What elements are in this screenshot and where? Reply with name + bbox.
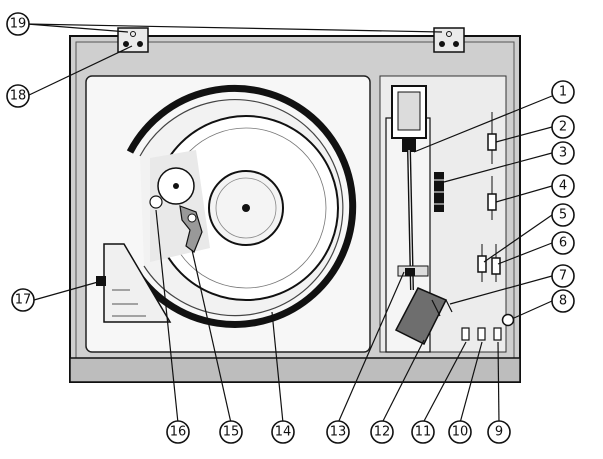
button-9	[493, 327, 502, 341]
slider-control-5	[477, 255, 487, 273]
svg-text:17: 17	[15, 293, 32, 308]
tonearm-pivot-block	[402, 138, 416, 152]
svg-text:11: 11	[415, 425, 432, 440]
svg-text:1: 1	[559, 85, 567, 100]
slider-control-4	[487, 193, 497, 211]
record-label-inner	[215, 177, 277, 239]
button-10	[477, 327, 486, 341]
callout-2: 2	[551, 115, 575, 139]
arm-clip	[405, 268, 415, 276]
callout-1: 1	[551, 80, 575, 104]
svg-text:10: 10	[452, 425, 469, 440]
knob-8	[501, 313, 515, 327]
spindle	[242, 204, 250, 212]
callout-15: 15	[219, 420, 243, 444]
svg-text:3: 3	[559, 146, 567, 161]
callout-11: 11	[411, 420, 435, 444]
idler-pivot	[187, 213, 197, 223]
plinth-front-strip	[69, 357, 521, 383]
callout-18: 18	[6, 84, 30, 108]
svg-text:8: 8	[559, 294, 567, 309]
slider-control-6	[491, 257, 501, 275]
svg-text:9: 9	[495, 425, 503, 440]
slider-control-2	[487, 133, 497, 151]
callout-19: 19	[6, 12, 30, 36]
callout-7: 7	[551, 264, 575, 288]
platter-outer-ring	[126, 84, 357, 328]
callout-17: 17	[11, 288, 35, 312]
callout-12: 12	[370, 420, 394, 444]
svg-text:2: 2	[559, 120, 567, 135]
callout-5: 5	[551, 203, 575, 227]
callout-16: 16	[166, 420, 190, 444]
svg-text:16: 16	[170, 425, 187, 440]
left-bracket	[103, 243, 172, 323]
callout-6: 6	[551, 231, 575, 255]
callout-14: 14	[271, 420, 295, 444]
callout-4: 4	[551, 174, 575, 198]
button-11	[461, 327, 470, 341]
callout-9: 9	[487, 420, 511, 444]
callout-8: 8	[551, 289, 575, 313]
speed-pulley-hub	[173, 183, 179, 189]
svg-text:4: 4	[559, 179, 567, 194]
svg-text:18: 18	[10, 89, 27, 104]
svg-text:14: 14	[275, 425, 292, 440]
speed-idler	[149, 195, 163, 209]
svg-text:13: 13	[330, 425, 347, 440]
callout-10: 10	[448, 420, 472, 444]
svg-text:6: 6	[559, 236, 567, 251]
hinge-right	[433, 27, 465, 53]
svg-text:7: 7	[559, 269, 567, 284]
callout-13: 13	[326, 420, 350, 444]
svg-text:12: 12	[374, 425, 391, 440]
counterweight-window	[397, 91, 421, 131]
bracket-knob	[96, 276, 106, 286]
leader-lines	[26, 23, 553, 424]
svg-text:15: 15	[223, 425, 240, 440]
svg-text:5: 5	[559, 208, 567, 223]
callout-3: 3	[551, 141, 575, 165]
svg-text:19: 19	[10, 17, 27, 32]
idler-lever	[179, 205, 203, 253]
